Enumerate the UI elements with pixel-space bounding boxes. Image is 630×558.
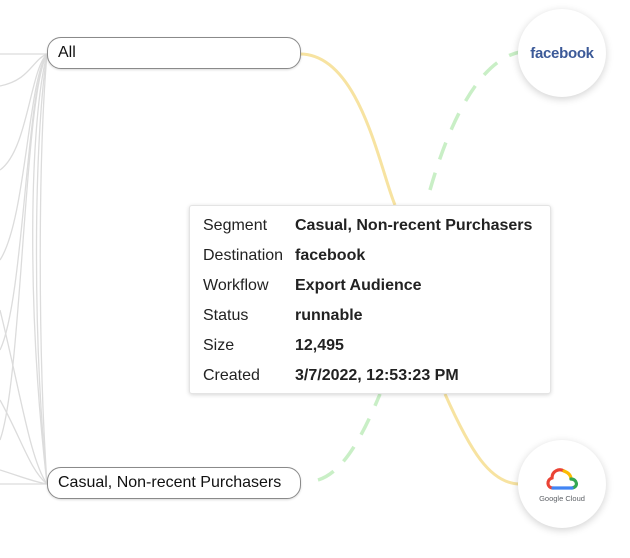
- edge-segment-to-facebook-bottom: [317, 393, 382, 482]
- node-all[interactable]: All: [47, 37, 301, 69]
- tooltip-row-segment: Segment Casual, Non-recent Purchasers: [190, 211, 550, 241]
- tooltip-value: 3/7/2022, 12:53:23 PM: [295, 367, 459, 384]
- edge-all-to-gcloud-top: [299, 52, 397, 206]
- edge-all-to-gcloud-bottom: [443, 393, 521, 486]
- tooltip-row-created: Created 3/7/2022, 12:53:23 PM: [190, 361, 550, 391]
- tooltip-value: runnable: [295, 307, 363, 324]
- edge-all-to-segment: [32, 53, 48, 485]
- edge-left-3: [0, 53, 48, 171]
- tooltip-row-workflow: Workflow Export Audience: [190, 271, 550, 301]
- edge-left-8: [0, 469, 48, 485]
- tooltip-key: Size: [203, 337, 235, 354]
- tooltip-value: 12,495: [295, 337, 344, 354]
- edge-left-4: [0, 53, 48, 261]
- tooltip-key: Workflow: [203, 277, 269, 294]
- destination-google-cloud[interactable]: Google Cloud: [518, 440, 606, 528]
- node-segment[interactable]: Casual, Non-recent Purchasers: [47, 467, 301, 499]
- edge-left-6: [0, 53, 48, 441]
- facebook-logo-icon: facebook: [530, 44, 594, 62]
- tooltip-row-status: Status runnable: [190, 301, 550, 331]
- tooltip-value: Export Audience: [295, 277, 422, 294]
- edge-details-tooltip: Segment Casual, Non-recent Purchasers De…: [189, 205, 551, 394]
- tooltip-row-destination: Destination facebook: [190, 241, 550, 271]
- google-cloud-label: Google Cloud: [539, 493, 585, 503]
- tooltip-key: Segment: [203, 217, 268, 234]
- edge-left-2: [0, 53, 48, 87]
- tooltip-key: Destination: [203, 247, 284, 264]
- node-all-label: All: [58, 44, 76, 61]
- destination-facebook[interactable]: facebook: [518, 9, 606, 97]
- edge-all-to-segment-3: [39, 53, 48, 485]
- tooltip-key: Status: [203, 307, 249, 324]
- tooltip-row-size: Size 12,495: [190, 331, 550, 361]
- edge-segment-to-facebook-top: [428, 50, 521, 191]
- edge-left-10: [0, 309, 48, 485]
- tooltip-value: Casual, Non-recent Purchasers: [295, 217, 533, 234]
- edge-all-to-segment-2: [35, 53, 48, 485]
- source-edges: [0, 53, 48, 485]
- google-cloud-logo-icon: [546, 467, 578, 490]
- tooltip-key: Created: [203, 367, 260, 384]
- edge-left-9: [0, 399, 48, 485]
- tooltip-value: facebook: [295, 247, 366, 264]
- node-segment-label: Casual, Non-recent Purchasers: [58, 474, 282, 491]
